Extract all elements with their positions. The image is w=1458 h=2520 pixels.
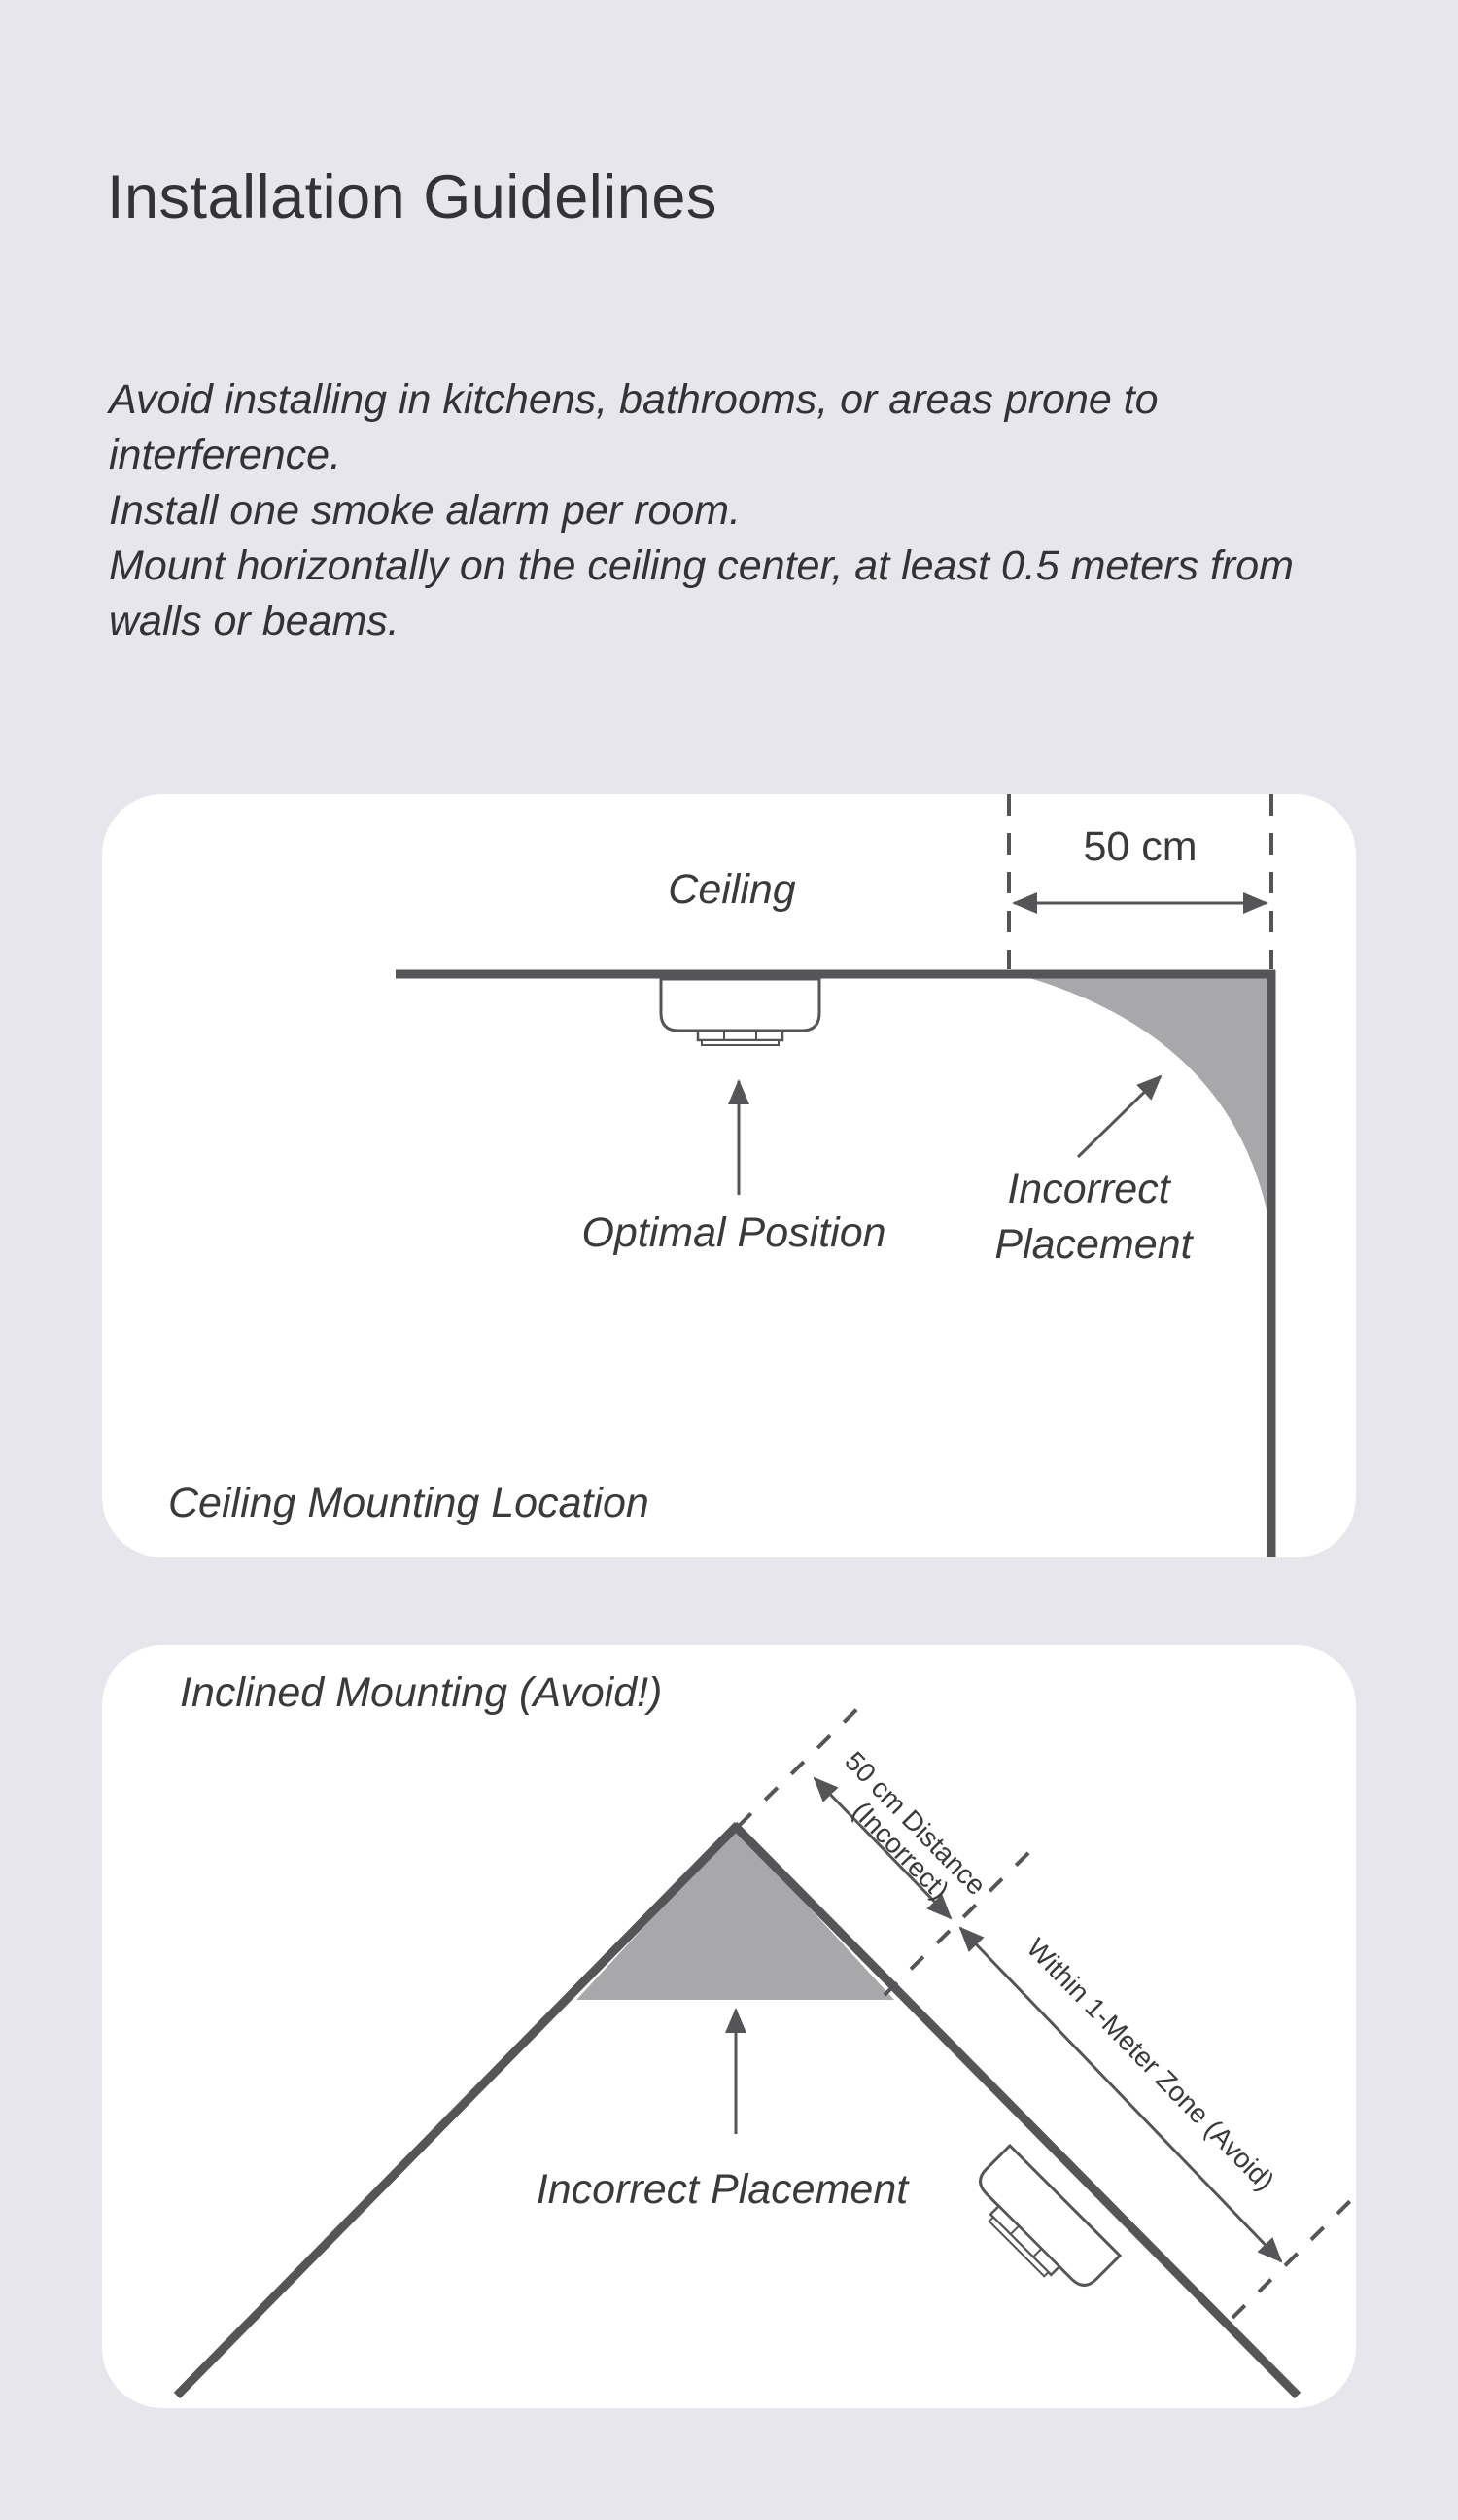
guide-dash-1m <box>1231 2193 1356 2320</box>
page-title: Installation Guidelines <box>107 163 717 231</box>
incorrect-placement-label-line1: Incorrect <box>1007 1166 1171 1212</box>
optimal-position-label: Optimal Position <box>581 1209 885 1256</box>
zone-arrow <box>958 1926 1283 2263</box>
incorrect-zone-shade <box>576 1828 894 2000</box>
incorrect-zone-shade <box>1009 972 1271 1235</box>
ceiling-mounting-card: 50 cm Ceiling Optimal Position Incorrect… <box>102 794 1356 1558</box>
ceiling-label: Ceiling <box>668 866 796 913</box>
incorrect-placement-label: Incorrect Placement <box>537 2166 910 2213</box>
guideline-item: Install one smoke alarm per room. <box>109 487 742 534</box>
incorrect-placement-arrow <box>1076 1074 1163 1159</box>
inclined-diagram-caption: Inclined Mounting (Avoid!) <box>180 1669 662 1716</box>
roof-left-line <box>173 1821 742 2399</box>
ceiling-diagram-caption: Ceiling Mounting Location <box>168 1480 649 1526</box>
guidelines-list: Avoid installing in kitchens, bathrooms,… <box>109 372 1363 649</box>
smoke-alarm-icon <box>979 2143 1123 2287</box>
inclined-mounting-diagram: Inclined Mounting (Avoid!) 50 cm Distanc… <box>173 1669 1356 2399</box>
guideline-item: Mount horizontally on the ceiling center… <box>109 542 1294 645</box>
guideline-item: Avoid installing in kitchens, bathrooms,… <box>109 376 1159 478</box>
incorrect-placement-label-line2: Placement <box>994 1221 1194 1268</box>
distance-label: 50 cm <box>1083 823 1197 870</box>
inclined-mounting-card: Inclined Mounting (Avoid!) 50 cm Distanc… <box>102 1645 1356 2408</box>
distance-arrow <box>813 1776 953 1920</box>
guide-dash-apex <box>737 1695 872 1828</box>
smoke-alarm-icon <box>659 977 821 1046</box>
ceiling-mounting-diagram: 50 cm Ceiling Optimal Position Incorrect… <box>168 794 1276 1558</box>
